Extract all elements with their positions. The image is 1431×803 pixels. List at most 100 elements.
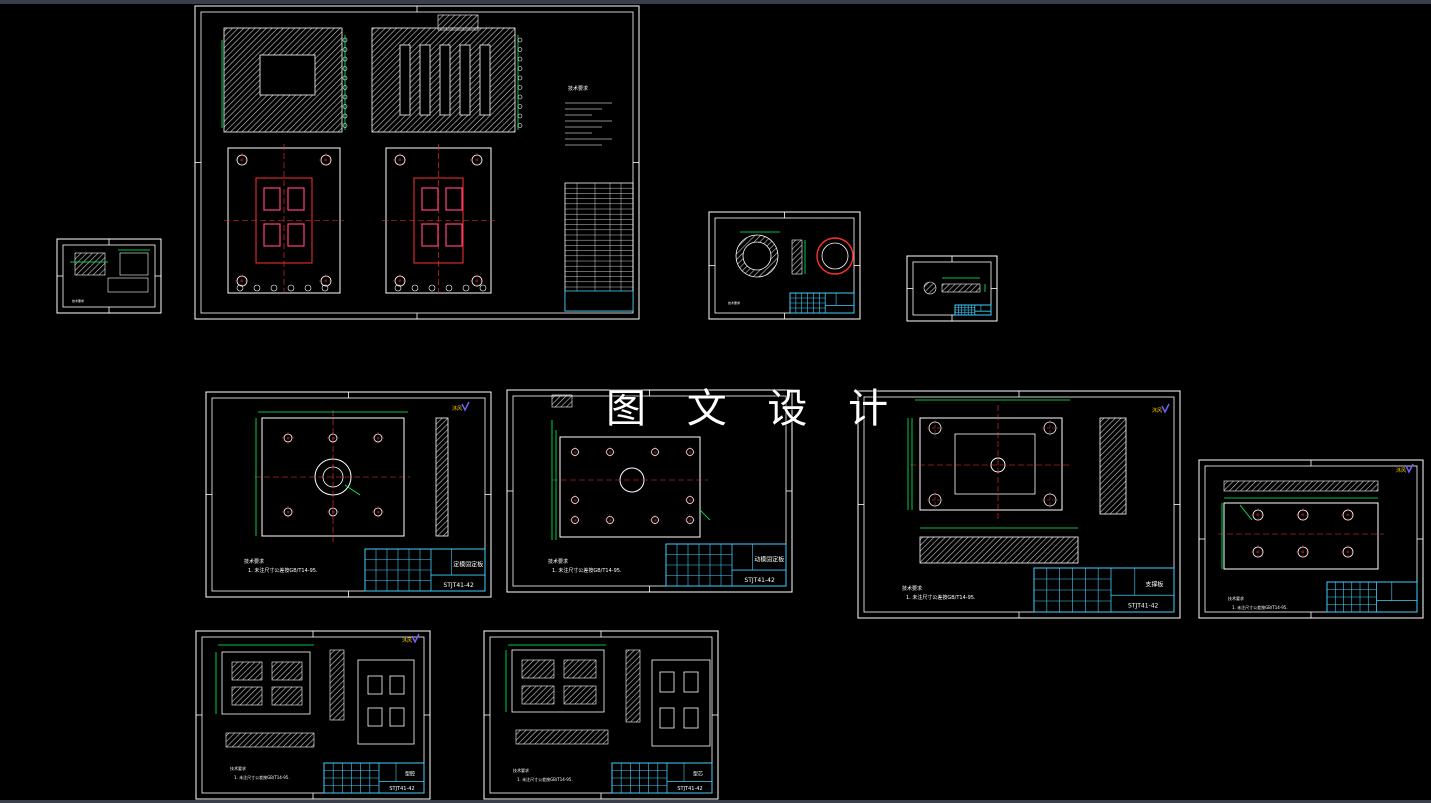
dimension-line — [1239, 504, 1253, 521]
cavity-outline — [421, 187, 439, 211]
balloon — [342, 47, 348, 52]
ejector-pin — [399, 44, 411, 116]
balloon — [517, 37, 523, 43]
plate-section-view — [435, 417, 449, 537]
title-block-drawing-number: STJT41-42 — [677, 786, 702, 792]
balloon — [517, 123, 523, 128]
balloon — [517, 113, 523, 119]
balloon — [517, 104, 523, 109]
part-iso-view — [107, 277, 149, 293]
sprue-bushing — [437, 14, 479, 31]
balloon — [342, 104, 348, 109]
core-plan-view — [511, 649, 605, 713]
technical-requirements-title: 技术要求 — [230, 765, 246, 771]
title-block-part-name: 型腔 — [405, 771, 415, 778]
title-block — [564, 290, 634, 312]
technical-requirements-title: 技术要求 — [548, 558, 568, 565]
drawing-sheet-misc[interactable] — [906, 255, 998, 322]
logo-text: 沐风 — [402, 637, 412, 644]
title-block: 型芯 STJT41-42 — [611, 762, 713, 794]
title-block-part-name: 定模固定板 — [453, 561, 483, 569]
core-iso-view — [651, 659, 711, 747]
technical-requirements-line: 1. 未注尺寸公差按GB/T14-95. — [248, 567, 318, 574]
cavity-outline — [287, 223, 305, 247]
cavity-outline — [445, 187, 463, 211]
logo-mark: 沐风 — [1152, 403, 1170, 414]
core-block — [521, 685, 555, 705]
logo-mark: 沐风 — [402, 633, 420, 644]
core-boss — [683, 671, 699, 693]
guide-hole — [394, 284, 402, 292]
technical-requirements-line: 1. 未注尺寸公差按GB/T14-95. — [234, 774, 290, 780]
core-boss — [659, 671, 675, 693]
cavity-block — [231, 686, 263, 706]
cavity-block — [271, 661, 303, 681]
title-block — [789, 292, 855, 314]
logo-check — [1405, 463, 1414, 474]
core-boss — [659, 707, 675, 729]
ring-iso — [816, 237, 854, 275]
guide-hole — [411, 284, 419, 292]
plate-section-view — [1099, 417, 1127, 515]
balloon — [342, 56, 348, 62]
guide-hole — [321, 284, 329, 292]
window-top-bar — [0, 0, 1431, 4]
plate-plan-view — [1223, 502, 1379, 570]
balloon — [342, 94, 348, 100]
ring-iso-inner — [821, 242, 849, 270]
plate-section-view — [551, 394, 573, 408]
balloon — [517, 56, 523, 62]
logo-check — [461, 401, 470, 412]
cavity-pocket — [389, 707, 405, 727]
guide-hole — [304, 284, 312, 292]
guide-hole — [287, 284, 295, 292]
ejector-pin — [479, 44, 491, 116]
technical-requirements-line: 1. 未注尺寸公差按GB/T14-95. — [552, 567, 622, 574]
ring-section — [791, 239, 803, 275]
title-block-part-name: 型芯 — [693, 771, 703, 778]
sheet-inner-border — [863, 396, 1175, 613]
guide-hole — [236, 284, 244, 292]
note-text: 技术要求 — [72, 298, 84, 303]
cavity-pocket — [367, 707, 383, 727]
technical-requirements-title: 技术要求 — [1228, 595, 1244, 601]
technical-requirements-title: 技术要求 — [568, 85, 588, 92]
guide-hole — [253, 284, 261, 292]
core-boss — [683, 707, 699, 729]
technical-requirements-title: 技术要求 — [513, 767, 529, 773]
balloon — [342, 37, 348, 43]
title-block — [1326, 581, 1418, 613]
plate-plan-view — [559, 436, 701, 538]
core-block — [563, 685, 597, 705]
insert-section-view — [329, 649, 345, 721]
balloon — [342, 113, 348, 119]
ring-bore — [742, 241, 772, 271]
logo-check — [411, 633, 420, 644]
ejector-pin — [459, 44, 471, 116]
sheet-outer-border — [483, 630, 719, 800]
drawing-sheet-misc[interactable]: 技术要求 — [56, 238, 162, 314]
ejector-pin — [439, 44, 451, 116]
cavity-block — [271, 686, 303, 706]
cavity-outline — [263, 223, 281, 247]
dimension-line — [344, 484, 361, 496]
plate-pocket — [954, 433, 1036, 495]
sheet-outer-border — [195, 630, 431, 800]
cavity-pocket — [389, 675, 405, 695]
core-block — [521, 659, 555, 679]
drawing-sheet-assembly-main[interactable]: 技术要求 — [194, 5, 640, 320]
guide-hole — [270, 284, 278, 292]
drawing-sheet-misc[interactable]: 技术要求 — [708, 211, 861, 320]
cavity-outline — [445, 223, 463, 247]
